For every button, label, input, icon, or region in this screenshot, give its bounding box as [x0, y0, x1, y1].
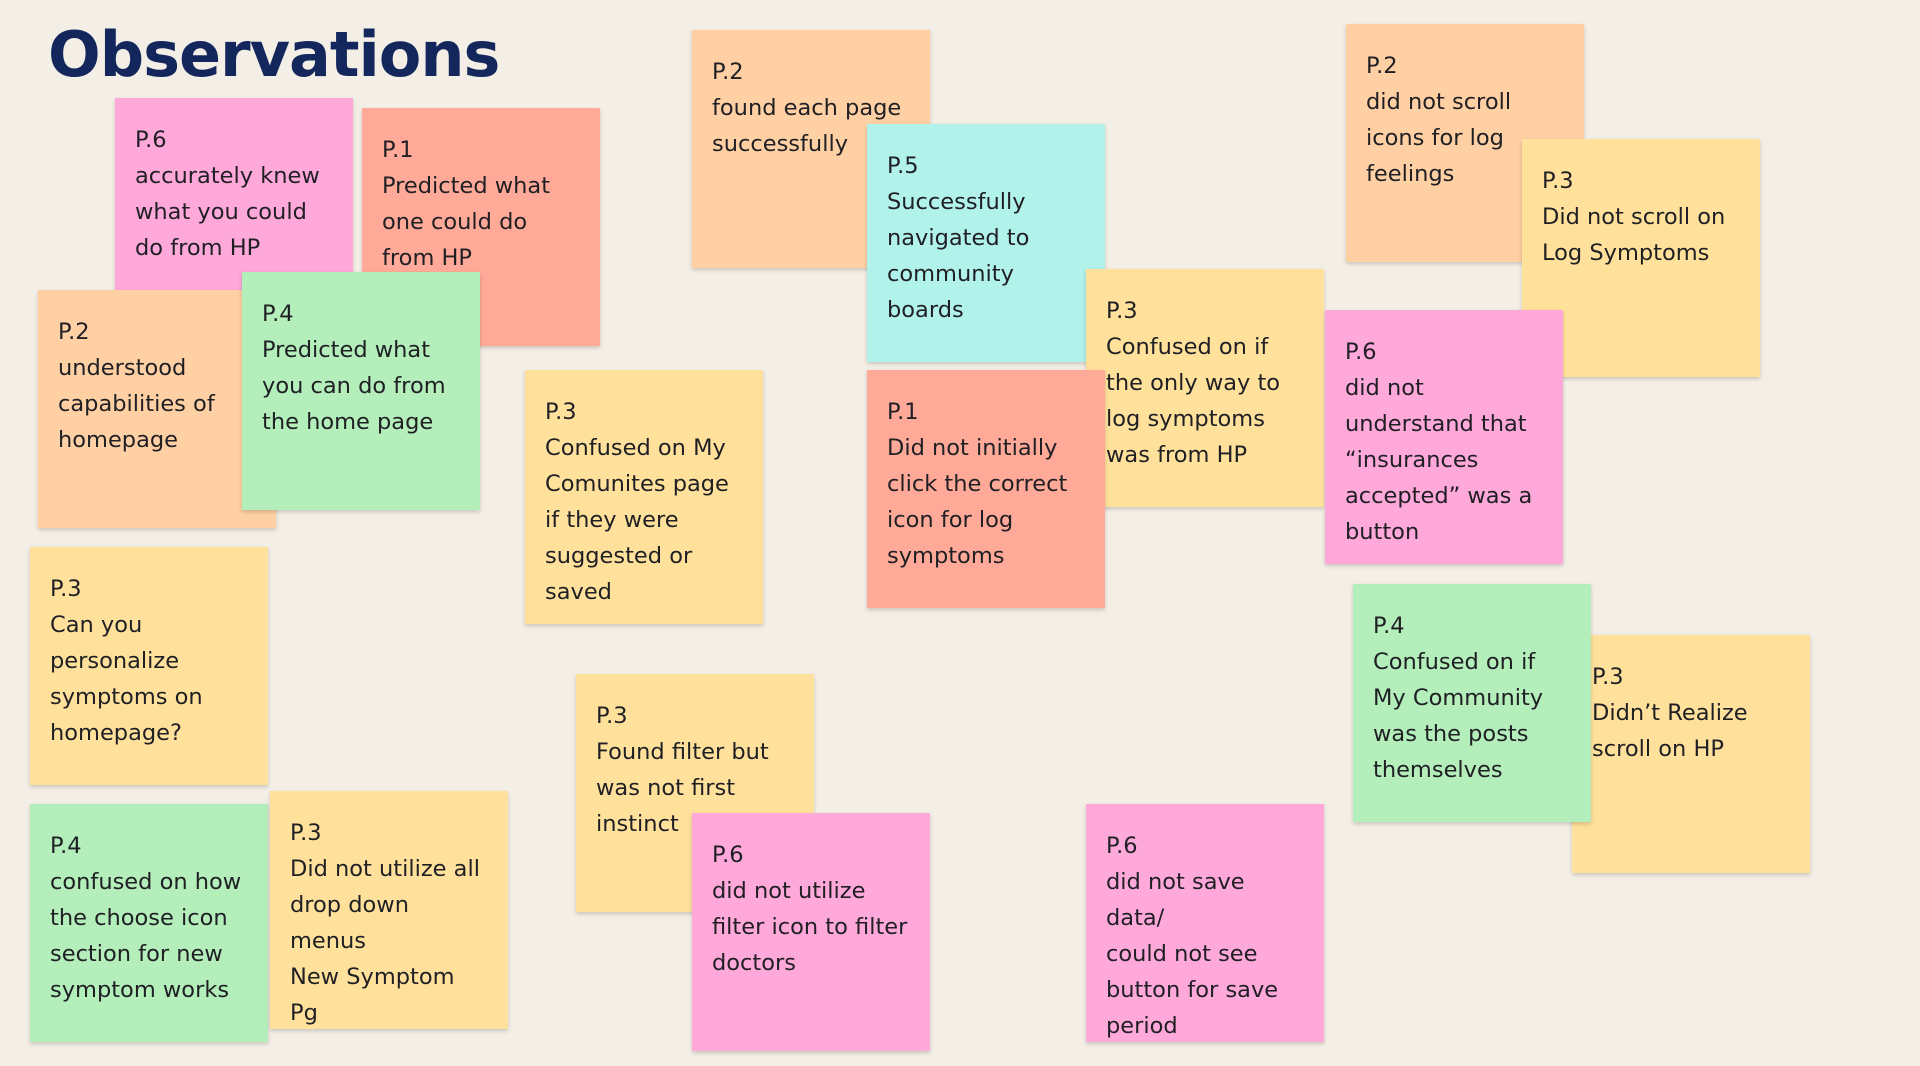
note-participant: P.6	[1106, 833, 1138, 859]
sticky-note[interactable]: P.1 Did not initially click the correct …	[867, 370, 1105, 608]
note-participant: P.6	[712, 842, 744, 868]
note-text: understood capabilities of homepage	[58, 355, 215, 453]
note-participant: P.3	[596, 703, 628, 729]
note-participant: P.1	[382, 137, 414, 163]
note-text: Predicted what one could do from HP	[382, 173, 551, 271]
sticky-note[interactable]: P.6 did not utilize filter icon to filte…	[692, 813, 930, 1051]
note-text: did not understand that “insurances acce…	[1345, 375, 1533, 545]
note-text: confused on how the choose icon section …	[50, 869, 242, 1003]
board-title: Observations	[48, 18, 500, 91]
note-participant: P.3	[50, 576, 82, 602]
sticky-note[interactable]: P.3 Found filter but was not first insti…	[576, 674, 814, 912]
sticky-note[interactable]: P.6 did not save data/ could not see but…	[1086, 804, 1324, 1042]
note-text: Successfully navigated to community boar…	[887, 189, 1030, 323]
sticky-note[interactable]: P.4 confused on how the choose icon sect…	[30, 804, 268, 1042]
note-text: Did not initially click the correct icon…	[887, 435, 1068, 569]
note-text: found each page successfully	[712, 95, 902, 157]
note-participant: P.1	[887, 399, 919, 425]
note-participant: P.3	[1106, 298, 1138, 324]
note-participant: P.2	[58, 319, 90, 345]
note-text: Confused on if the only way to log sympt…	[1106, 334, 1281, 468]
note-participant: P.3	[545, 399, 577, 425]
note-participant: P.4	[1373, 613, 1405, 639]
sticky-note[interactable]: P.5 Successfully navigated to community …	[867, 124, 1105, 362]
note-participant: P.6	[135, 127, 167, 153]
note-text: Found filter but was not first instinct	[596, 739, 769, 837]
sticky-note[interactable]: P.3 Confused on if the only way to log s…	[1086, 269, 1324, 507]
note-participant: P.4	[50, 833, 82, 859]
note-text: Predicted what you can do from the home …	[262, 337, 446, 435]
note-text: accurately knew what you could do from H…	[135, 163, 320, 261]
note-participant: P.6	[1345, 339, 1377, 365]
note-text: Did not utilize all drop down menus New …	[290, 856, 480, 1026]
note-text: Did not scroll on Log Symptoms	[1542, 204, 1726, 266]
note-participant: P.2	[712, 59, 744, 85]
note-text: did not scroll icons for log feelings	[1366, 89, 1512, 187]
note-participant: P.2	[1366, 53, 1398, 79]
sticky-note[interactable]: P.6 did not understand that “insurances …	[1325, 310, 1563, 564]
sticky-note[interactable]: P.3 Can you personalize symptoms on home…	[30, 547, 268, 785]
sticky-note[interactable]: P.3 Did not utilize all drop down menus …	[270, 791, 508, 1029]
note-text: Confused on My Comunites page if they we…	[545, 435, 729, 605]
note-text: Can you personalize symptoms on homepage…	[50, 612, 203, 746]
note-participant: P.5	[887, 153, 919, 179]
note-text: did not save data/ could not see button …	[1106, 869, 1279, 1039]
note-text: did not utilize filter icon to filter do…	[712, 878, 908, 976]
sticky-note[interactable]: P.2 understood capabilities of homepage	[38, 290, 276, 528]
note-text: Didn’t Realize scroll on HP	[1592, 700, 1748, 762]
sticky-note[interactable]: P.3 Didn’t Realize scroll on HP	[1572, 635, 1810, 873]
note-participant: P.3	[290, 820, 322, 846]
note-text: Confused on if My Community was the post…	[1373, 649, 1544, 783]
note-participant: P.3	[1542, 168, 1574, 194]
note-participant: P.3	[1592, 664, 1624, 690]
sticky-note[interactable]: P.4 Confused on if My Community was the …	[1353, 584, 1591, 822]
sticky-note[interactable]: P.3 Confused on My Comunites page if the…	[525, 370, 763, 624]
note-participant: P.4	[262, 301, 294, 327]
sticky-note[interactable]: P.4 Predicted what you can do from the h…	[242, 272, 480, 510]
